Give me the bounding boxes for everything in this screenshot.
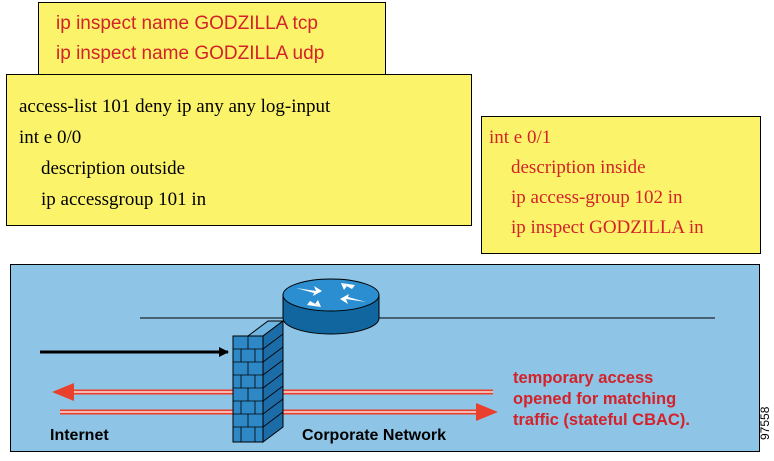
cbac-note: temporary access opened for matching tra… (513, 368, 690, 431)
config-line: int e 0/0 (19, 127, 82, 148)
config-line: description inside (511, 157, 646, 178)
corporate-network-label: Corporate Network (302, 427, 447, 444)
internet-label: Internet (50, 427, 109, 444)
note-line: temporary access (513, 369, 654, 387)
note-line: traffic (stateful CBAC). (513, 411, 690, 429)
config-line: ip accessgroup 101 in (41, 189, 207, 210)
inspect-config-box: ip inspect name GODZILLA tcp ip inspect … (38, 2, 386, 78)
config-line: ip access-group 102 in (511, 187, 683, 208)
config-line: ip inspect GODZILLA in (511, 217, 704, 238)
config-line: description outside (41, 158, 186, 179)
figure-id: 97558 (758, 406, 772, 440)
config-line: ip inspect name GODZILLA udp (56, 43, 325, 64)
config-line: int e 0/1 (489, 127, 552, 148)
router-icon (282, 278, 380, 335)
firewall-icon (232, 320, 285, 443)
config-line: access-list 101 deny ip any any log-inpu… (19, 96, 331, 117)
outside-interface-config-box: access-list 101 deny ip any any log-inpu… (6, 74, 472, 226)
config-line: ip inspect name GODZILLA tcp (56, 13, 318, 34)
inside-interface-config-box: int e 0/1 description inside ip access-g… (481, 116, 761, 254)
network-diagram-panel (10, 264, 760, 452)
note-line: opened for matching (513, 390, 677, 408)
